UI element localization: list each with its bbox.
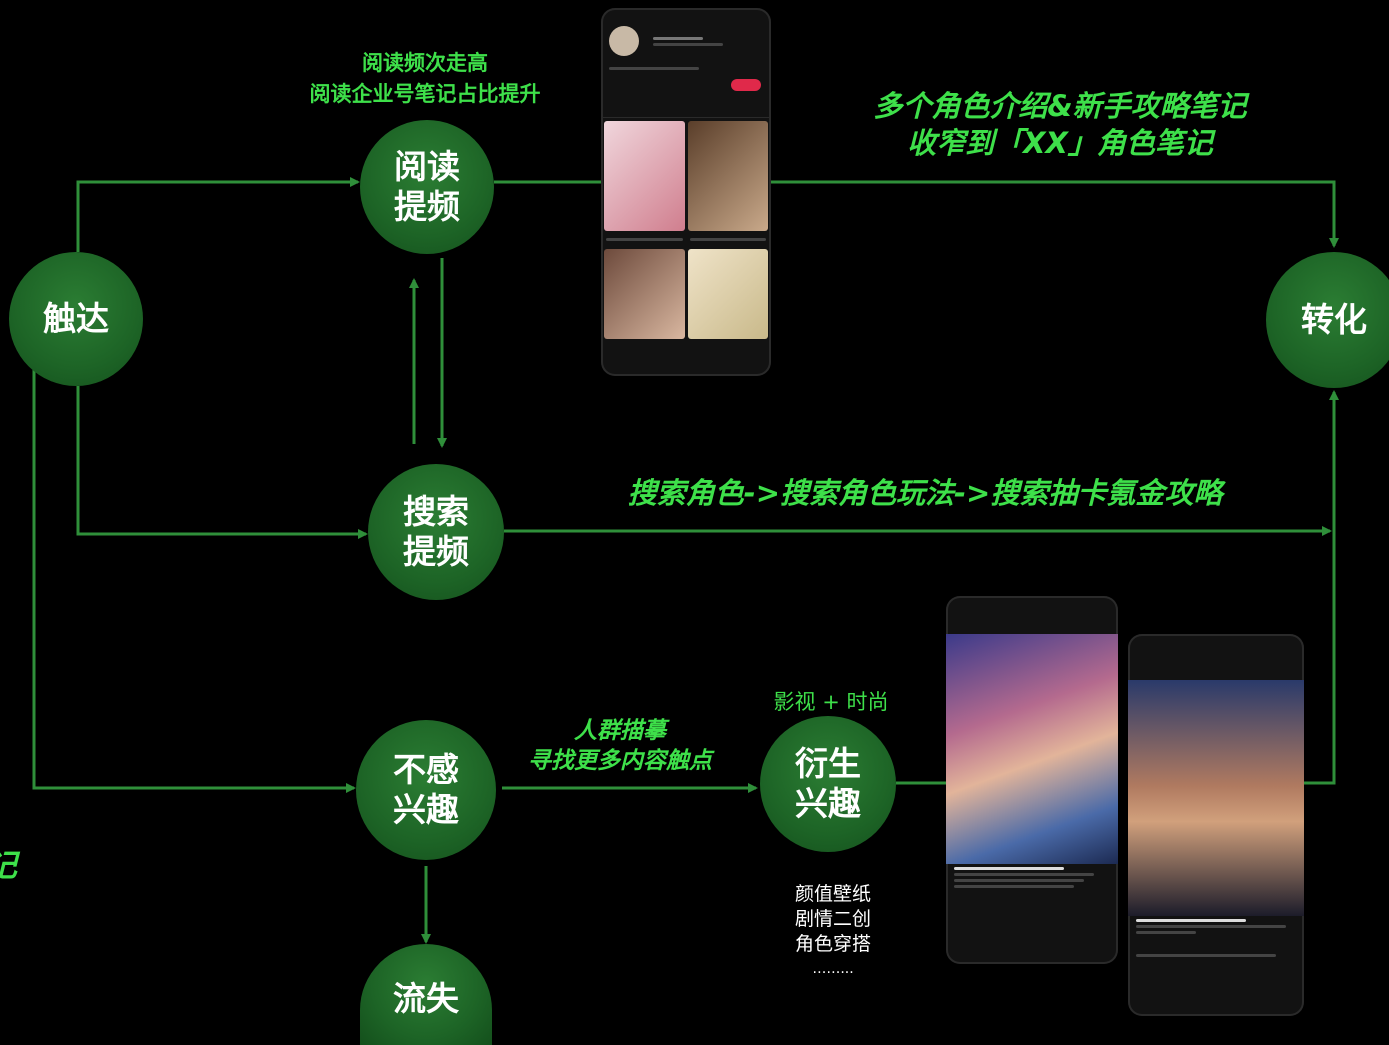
- convert-note: 多个角色介绍&新手攻略笔记 收窄到「XX」角色笔记: [873, 89, 1247, 160]
- arrow-read-to-convert: [494, 180, 1339, 248]
- phone-mockup-post-2: [1128, 634, 1304, 1016]
- node-search-frequency: 搜索提频: [368, 464, 504, 600]
- crowd-note: 人群描摹 寻找更多内容触点: [528, 718, 712, 774]
- cut-off-glyph: 记: [0, 840, 17, 885]
- derived-list: 颜值壁纸 剧情二创 角色穿搭 ……...: [794, 883, 871, 977]
- node-uninterested: 不感兴趣: [356, 720, 496, 860]
- phone-mockup-post-1: [946, 596, 1118, 964]
- node-churn: 流失: [360, 944, 492, 1045]
- search-path-note: 搜索角色->搜索角色玩法->搜索抽卡氪金攻略: [627, 476, 1223, 510]
- node-convert: 转化: [1266, 252, 1389, 388]
- node-derived-interest: 衍生兴趣: [760, 716, 896, 852]
- arrow-derived-to-convert: [1302, 390, 1339, 785]
- node-reach: 触达: [9, 252, 143, 386]
- derived-tag: 影视 + 时尚: [773, 690, 889, 714]
- arrow-reach-to-uninterested: [32, 360, 356, 793]
- arrow-reach-to-search: [76, 386, 368, 539]
- avatar: [609, 26, 639, 56]
- phone-mockup-profile: [601, 8, 771, 376]
- read-note: 阅读频次走高 阅读企业号笔记占比提升: [309, 51, 541, 106]
- arrow-reach-to-read: [76, 177, 360, 252]
- node-read-frequency: 阅读提频: [360, 120, 494, 254]
- follow-button: [731, 79, 761, 91]
